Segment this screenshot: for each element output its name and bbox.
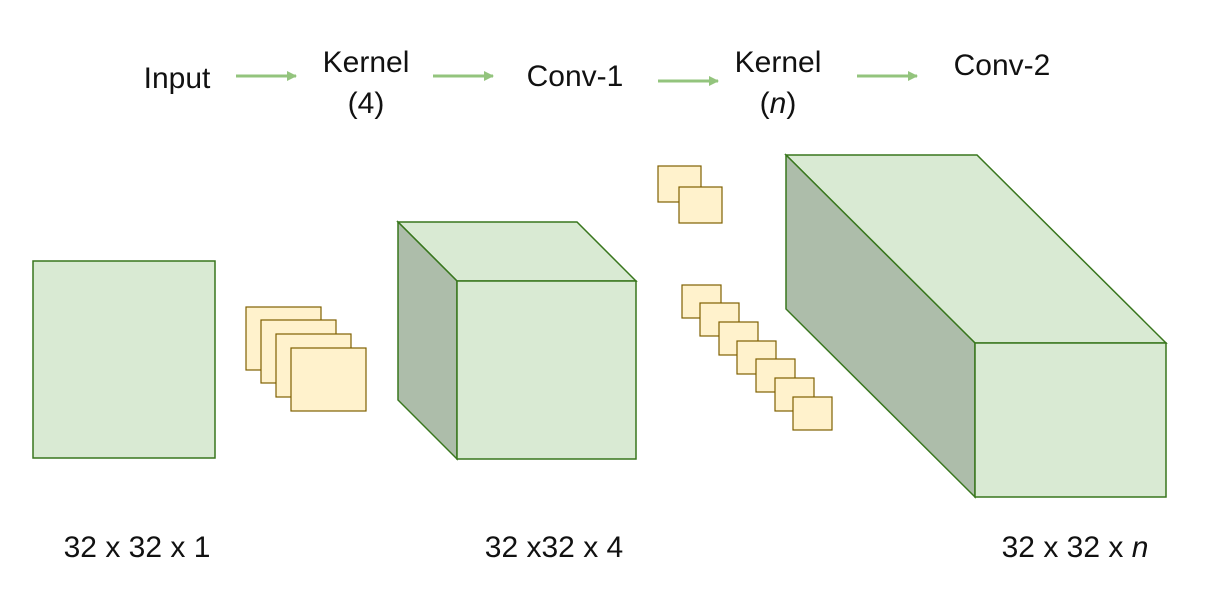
- input-layer-block: [32, 260, 216, 459]
- label-conv1: Conv-1: [527, 60, 624, 93]
- conv2-front-face: [974, 342, 1167, 498]
- kernel-n7: [792, 396, 833, 431]
- label-kernel1-count: (4): [348, 87, 385, 120]
- dim-conv2-prefix: 32 x 32 x: [1002, 531, 1132, 564]
- dim-conv2: 32 x 32 x n: [1002, 531, 1149, 564]
- label-conv2: Conv-2: [954, 49, 1051, 82]
- conv2-block: [784, 153, 1168, 499]
- label-kernel2-close: ): [786, 87, 796, 120]
- conv1-front-face: [456, 280, 637, 460]
- label-kernel2-var: n: [770, 87, 787, 120]
- label-kernel2-count: (n): [760, 87, 797, 120]
- dim-conv2-var: n: [1132, 531, 1149, 564]
- kernel-1d: [290, 347, 367, 412]
- kernel-stack-2-diagonal: [681, 284, 833, 431]
- kernel-stack-2-top: [657, 165, 723, 224]
- kernel-2b: [678, 186, 723, 224]
- label-kernel2-title: Kernel: [735, 46, 822, 79]
- conv1-block: [396, 220, 638, 461]
- label-input: Input: [144, 62, 211, 95]
- label-kernel2-open: (: [760, 87, 770, 120]
- kernel-stack-1: [245, 306, 367, 412]
- dim-conv1: 32 x32 x 4: [485, 531, 623, 564]
- label-kernel1-title: Kernel: [323, 46, 410, 79]
- dim-input: 32 x 32 x 1: [64, 531, 211, 564]
